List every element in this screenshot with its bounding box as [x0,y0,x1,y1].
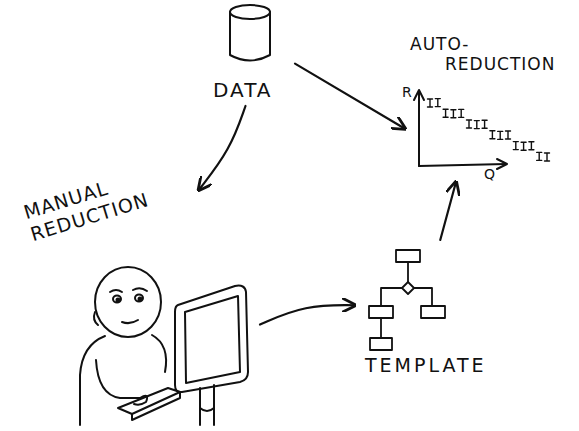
error-bar [537,152,542,160]
arrow-connector [260,305,355,324]
node-label: MANUAL REDUCTION [21,161,168,246]
arrow-connector [440,182,456,240]
error-bar [513,142,518,150]
axis-label: R [402,84,412,100]
node-label: TEMPLATE [365,354,487,377]
error-bar [498,131,503,139]
flowchart-icon [369,250,445,350]
axis-label: Q [484,166,495,182]
keyboard [118,388,180,420]
plot-axes [414,90,507,169]
error-bar [451,110,456,118]
error-bar [474,121,479,129]
error-bar [459,109,464,117]
error-bar [428,99,433,107]
node-label: DATA [213,78,273,102]
error-bar [490,131,495,139]
error-bar [545,153,550,161]
error-bar [506,131,511,139]
arrow-connector [199,106,246,190]
error-bar [435,99,440,107]
monitor [175,286,248,425]
error-bar [529,142,534,150]
database-cylinder [230,5,270,61]
node-label: AUTO- REDUCTION [410,34,570,75]
plot-node: AUTO- REDUCTION [405,30,575,182]
error-bars [428,99,550,161]
database-node: DATA [205,0,295,106]
error-bar [443,109,448,117]
error-bar [467,120,472,128]
template-node: TEMPLATE [355,240,510,385]
person-node: MANUAL REDUCTION [15,190,260,426]
person-figure [80,267,166,425]
arrow-connector [295,64,405,129]
error-bar [521,142,526,150]
error-bar [482,120,487,128]
